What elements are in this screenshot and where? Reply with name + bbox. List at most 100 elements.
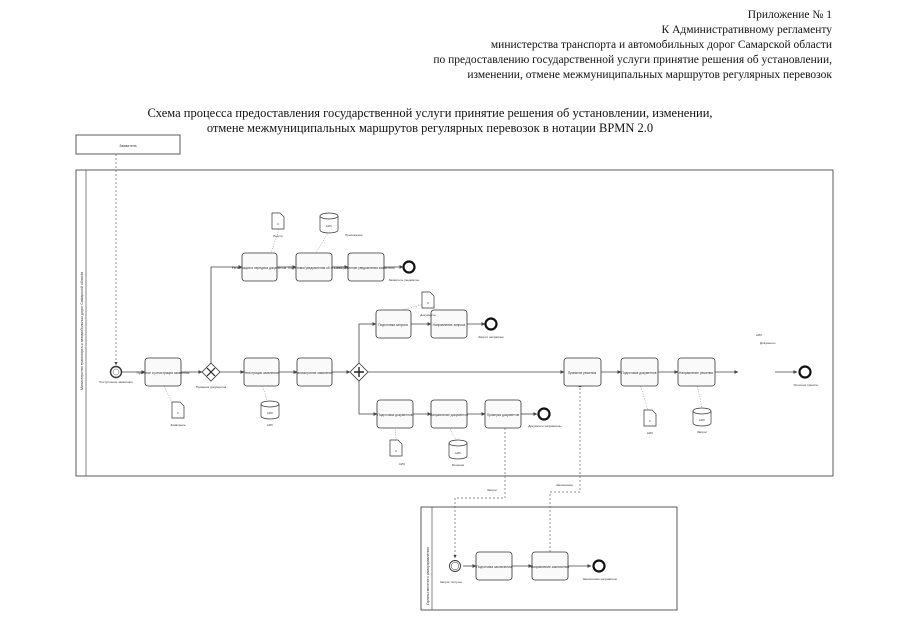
- flow: [358, 322, 377, 363]
- data-label: Решение: [452, 463, 465, 467]
- svg-text:Проверка документов: Проверка документов: [487, 413, 520, 417]
- appendix-service: по предоставлению государственной услуги…: [433, 54, 832, 66]
- end-event: [484, 317, 498, 331]
- message-start-event: [449, 560, 461, 572]
- appendix-header: Приложение № 1 К Административному регла…: [433, 8, 832, 83]
- end-event: [537, 407, 551, 421]
- association: [696, 383, 703, 409]
- applicant-pool-label: Заявитель: [119, 144, 137, 148]
- svg-text:АИС: АИС: [455, 451, 462, 455]
- task: Направление уведомления заявителю: [337, 252, 395, 282]
- task: Принятие решения: [563, 357, 602, 387]
- data-label: Заявление: [170, 423, 185, 427]
- event-label: Запрос получен: [440, 580, 462, 584]
- task: Рассмотрение заявления: [295, 357, 333, 387]
- start-event: [109, 365, 123, 379]
- svg-text:Подготовка документов: Подготовка документов: [378, 413, 413, 417]
- appendix-service-cont: изменении, отмене межмуниципальных маршр…: [467, 69, 832, 81]
- message-flow: [549, 383, 582, 556]
- event-label: Заключение направлено: [583, 577, 618, 581]
- svg-text:Регистрация и передача докумен: Регистрация и передача документов: [232, 266, 287, 270]
- local-gov-lane-label: Органы местного самоуправления: [426, 547, 430, 605]
- svg-text:Подготовка запроса: Подготовка запроса: [378, 323, 408, 327]
- event-label: Запрос направлен: [478, 335, 504, 339]
- svg-text:Направление уведомления заявит: Направление уведомления заявителю: [337, 266, 395, 270]
- message-label: Заключение: [556, 483, 573, 487]
- svg-text:АИС: АИС: [699, 418, 706, 422]
- flow: [210, 265, 243, 363]
- message-flows: Запрос Заключение: [114, 154, 582, 559]
- title-line-2: отмене межмуниципальных маршрутов регуля…: [206, 121, 654, 135]
- event-label: Заявитель уведомлен: [389, 278, 420, 282]
- svg-text:Направление документов: Направление документов: [430, 413, 468, 417]
- data-label: АИС: [647, 431, 654, 435]
- task: Направление запроса: [430, 309, 468, 339]
- task: Принятие и регистрация заявления: [137, 357, 190, 387]
- sequence-flows: [122, 265, 798, 568]
- end-event: [402, 260, 416, 274]
- title-line-1: Схема процесса предоставления государств…: [147, 106, 713, 120]
- data-object: ≡: [421, 291, 435, 309]
- task: Проверка документов: [484, 399, 522, 429]
- task: Подготовка уведомления об отказе: [288, 252, 340, 282]
- exclusive-gateway: [201, 362, 221, 382]
- message-label: Запрос: [487, 488, 497, 492]
- task: Направление заключения: [531, 551, 569, 581]
- data-object: ≡: [271, 212, 285, 230]
- data-object: ≡: [389, 439, 403, 457]
- svg-text:АИС: АИС: [267, 411, 274, 415]
- svg-text:≡: ≡: [277, 222, 279, 226]
- svg-text:Принятие и регистрация заявлен: Принятие и регистрация заявления: [137, 371, 190, 375]
- svg-text:Регистрация заявления: Регистрация заявления: [244, 371, 279, 375]
- data-label: Запрос: [697, 430, 707, 434]
- svg-text:АИС: АИС: [326, 224, 333, 228]
- event-label: Поступление заявления: [99, 380, 133, 384]
- applicant-pool: [75, 134, 181, 155]
- task: Подготовка заключения: [475, 551, 513, 581]
- svg-text:Подготовка документов: Подготовка документов: [622, 371, 657, 375]
- data-label: Документы: [760, 341, 775, 345]
- svg-text:Направление решения: Направление решения: [679, 371, 713, 375]
- task: Регистрация заявления: [244, 357, 280, 387]
- parallel-gateway: [349, 362, 369, 382]
- association: [313, 232, 329, 257]
- data-label: Документы: [420, 313, 435, 317]
- end-event: [592, 559, 606, 573]
- ministry-lane-label: Министерство транспорта и автомобильных …: [80, 272, 84, 390]
- data-store: АИС: [692, 407, 712, 427]
- association: [162, 383, 173, 403]
- association: [639, 383, 649, 411]
- task: Регистрация и передача документов: [232, 252, 287, 282]
- gateway-label: Проверка документов: [196, 385, 227, 389]
- svg-text:≡: ≡: [427, 301, 429, 305]
- task: Подготовка документов: [376, 399, 414, 429]
- svg-text:Рассмотрение заявления: Рассмотрение заявления: [295, 371, 333, 375]
- appendix-ministry: министерства транспорта и автомобильных …: [490, 39, 832, 51]
- data-store: АИС: [319, 212, 339, 234]
- data-label: Реестр: [273, 234, 283, 238]
- svg-text:≡: ≡: [177, 411, 179, 415]
- data-label: АИС: [399, 462, 406, 466]
- data-object: ≡: [643, 409, 657, 427]
- svg-text:Направление запроса: Направление запроса: [433, 323, 466, 327]
- diagram-title: Схема процесса предоставления государств…: [0, 106, 860, 136]
- data-store: АИС: [260, 400, 280, 420]
- appendix-regulation: К Административному регламенту: [661, 24, 832, 36]
- data-label: Приложение: [345, 233, 363, 237]
- svg-text:≡: ≡: [649, 419, 651, 423]
- data-store: АИС: [448, 439, 468, 460]
- association: [394, 426, 397, 441]
- svg-text:Принятие решения: Принятие решения: [568, 371, 597, 375]
- task: Подготовка документов: [620, 357, 659, 387]
- task: Подготовка запроса: [375, 309, 412, 339]
- task: Направление решения: [677, 357, 716, 387]
- end-event: [798, 365, 812, 379]
- flow: [358, 381, 378, 416]
- event-label: Документы направлены: [528, 424, 561, 428]
- svg-text:≡: ≡: [395, 449, 397, 453]
- appendix-number: Приложение № 1: [747, 9, 832, 21]
- data-object: ≡: [171, 401, 185, 419]
- svg-text:Подготовка заключения: Подготовка заключения: [476, 565, 511, 569]
- task: Направление документов: [430, 399, 468, 429]
